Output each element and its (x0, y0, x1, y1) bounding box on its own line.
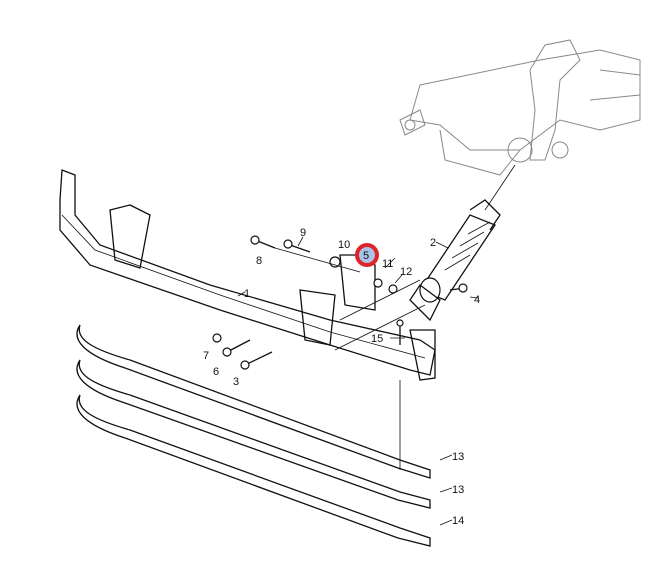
callout-13b[interactable]: 13 (452, 484, 464, 496)
callout-10[interactable]: 10 (338, 239, 350, 251)
callout-15[interactable]: 15 (371, 333, 383, 345)
callout-5[interactable]: 5 (363, 250, 369, 262)
callout-7[interactable]: 7 (203, 350, 209, 362)
callout-9[interactable]: 9 (300, 227, 306, 239)
callout-13a[interactable]: 13 (452, 451, 464, 463)
callout-3[interactable]: 3 (233, 376, 239, 388)
callout-2[interactable]: 2 (430, 237, 436, 249)
highlight-ring[interactable] (355, 243, 379, 267)
callout-6[interactable]: 6 (213, 366, 219, 378)
vehicle-frame-illustration (399, 39, 641, 211)
callout-14[interactable]: 14 (452, 515, 464, 527)
shock-absorber (409, 199, 501, 322)
bumper-beam (59, 169, 436, 470)
skid-strips (76, 324, 431, 547)
callout-11[interactable]: 11 (382, 258, 393, 270)
callout-8[interactable]: 8 (256, 255, 262, 267)
callout-1[interactable]: 1 (244, 288, 250, 300)
callout-labels: 1 2 3 4 5 6 7 8 9 10 11 12 13 13 14 15 (203, 227, 480, 527)
leader-lines (237, 236, 479, 526)
callout-4[interactable]: 4 (474, 294, 480, 306)
fasteners (212, 235, 468, 370)
callout-12[interactable]: 12 (400, 266, 412, 278)
